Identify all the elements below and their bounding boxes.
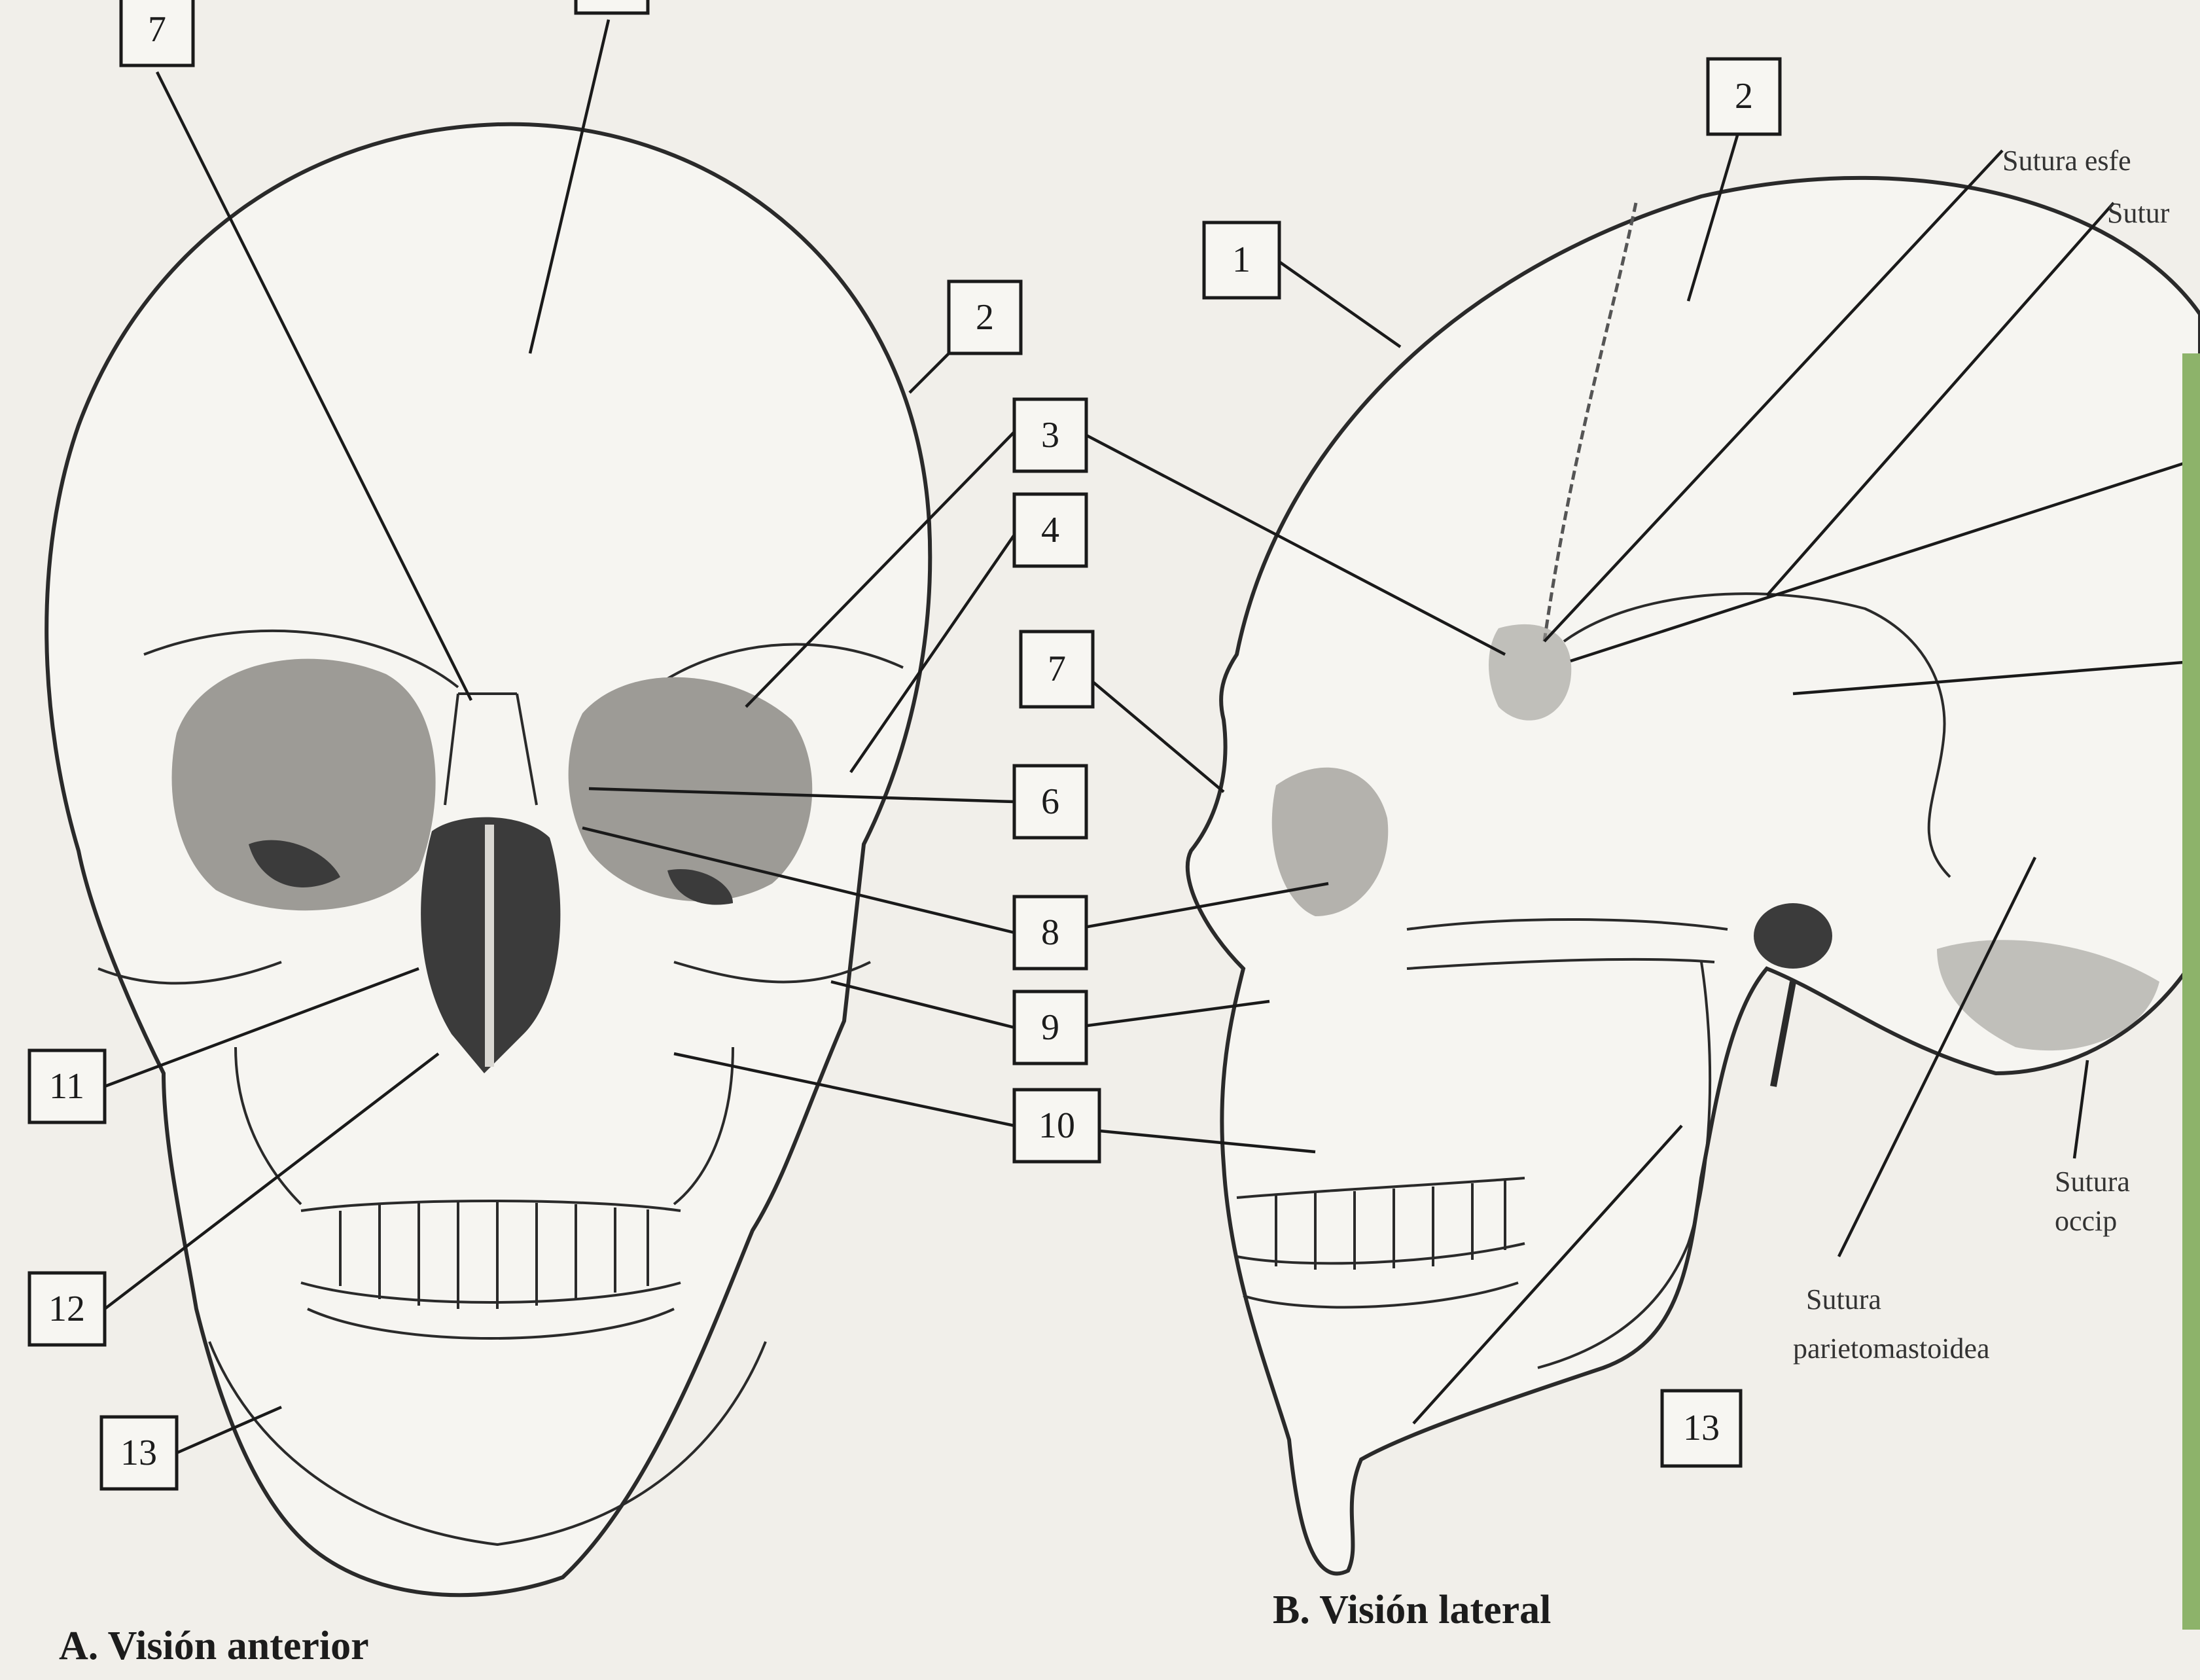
label-13-lateral: 13 [1662,1391,1741,1466]
label-13-anterior: 13 [101,1417,177,1489]
svg-text:6: 6 [1041,781,1059,822]
svg-text:10: 10 [1038,1105,1075,1146]
sutura-escamosa-text: Sutur [2107,197,2170,229]
label-11: 11 [29,1050,105,1122]
label-1-lateral: 1 [1204,223,1279,298]
label-7-lateral: 7 [1021,632,1093,707]
label-2-anterior: 2 [949,281,1021,353]
label-4: 4 [1014,494,1086,566]
label-6: 6 [1014,766,1086,838]
svg-text:3: 3 [1041,415,1059,456]
sutura-parietomastoidea-line1: Sutura [1806,1283,1881,1315]
label-8: 8 [1014,897,1086,969]
lateral-skull-illustration [1188,178,2200,1574]
sutura-esfenoparietal-text: Sutura esfe [2002,145,2131,177]
svg-text:2: 2 [1735,76,1753,116]
label-9: 9 [1014,992,1086,1063]
svg-text:13: 13 [1683,1408,1720,1448]
svg-text:12: 12 [48,1289,85,1329]
svg-text:8: 8 [1041,912,1059,953]
label-3: 3 [1014,399,1086,471]
svg-text:9: 9 [1041,1007,1059,1048]
svg-text:7: 7 [1048,649,1066,689]
svg-text:13: 13 [120,1433,157,1473]
sutura-occipitomastoidea-line1: Sutura [2055,1166,2130,1198]
caption-anterior: A. Visión anterior [59,1624,369,1668]
label-12: 12 [29,1273,105,1345]
svg-text:7: 7 [148,9,166,50]
caption-lateral: B. Visión lateral [1273,1588,1551,1632]
anterior-skull-illustration [46,124,930,1596]
svg-text:2: 2 [976,297,994,338]
label-7-anterior: 7 [121,0,193,65]
sutura-parietomastoidea-line2: parietomastoidea [1793,1332,1990,1365]
label-2-lateral: 2 [1708,59,1780,134]
svg-text:1: 1 [1232,240,1251,280]
label-top-cropped [576,0,648,13]
svg-text:4: 4 [1041,510,1059,550]
svg-text:11: 11 [49,1066,84,1107]
page-edge-strip [2182,353,2200,1630]
label-10: 10 [1014,1090,1099,1162]
sutura-occipitomastoidea-line2: occip [2055,1205,2117,1237]
